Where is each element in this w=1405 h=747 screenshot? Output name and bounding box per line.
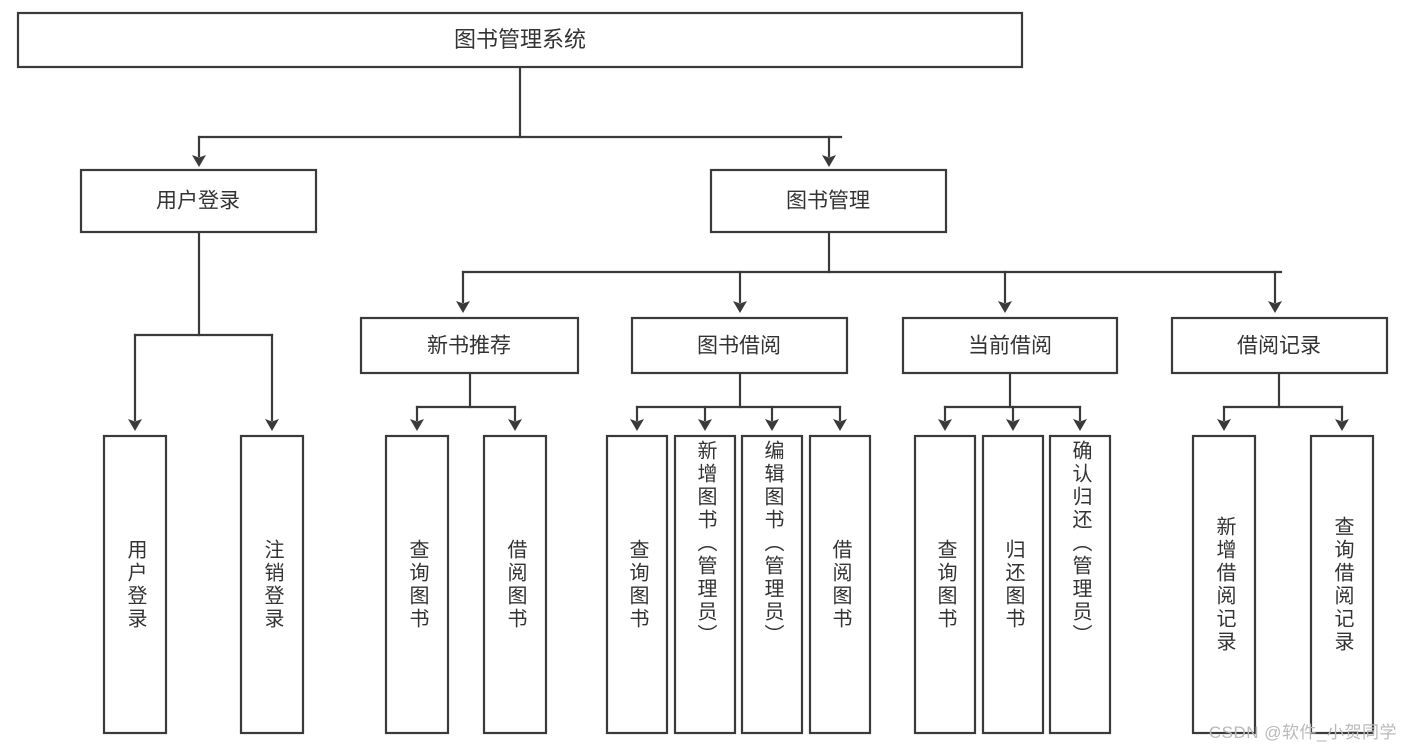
node-current-borrow-label: 当前借阅 bbox=[968, 335, 1052, 358]
connector-bookmgmt-to-level3 bbox=[456, 230, 1283, 313]
node-new-book-recommend-label: 新书推荐 bbox=[427, 335, 511, 358]
node-current-borrow[interactable]: 当前借阅 bbox=[901, 316, 1119, 375]
connector-newbook-to-leaves bbox=[410, 371, 522, 431]
leaf-box[interactable] bbox=[740, 434, 804, 735]
node-book-borrow-label: 图书借阅 bbox=[697, 335, 781, 358]
connector-userlogin-to-leaves bbox=[128, 230, 279, 431]
node-book-management-label: 图书管理 bbox=[786, 190, 870, 213]
node-borrow-record[interactable]: 借阅记录 bbox=[1170, 316, 1389, 375]
leaf-box[interactable] bbox=[102, 434, 168, 735]
leaf-box[interactable] bbox=[239, 434, 305, 735]
leaf-box[interactable] bbox=[605, 434, 669, 735]
leaf-box[interactable] bbox=[1309, 434, 1375, 735]
leaf-box[interactable] bbox=[1191, 434, 1257, 735]
node-book-management[interactable]: 图书管理 bbox=[709, 168, 948, 234]
node-root-library-system[interactable]: 图书管理系统 bbox=[16, 11, 1024, 69]
csdn-watermark: CSDN @软件_小贺同学 bbox=[1208, 723, 1397, 742]
leaf-box[interactable] bbox=[913, 434, 977, 735]
leaf-box[interactable] bbox=[673, 434, 737, 735]
leaf-box[interactable] bbox=[981, 434, 1045, 735]
node-root-label: 图书管理系统 bbox=[454, 27, 586, 52]
leaf-box[interactable] bbox=[384, 434, 450, 735]
node-book-borrow[interactable]: 图书借阅 bbox=[630, 316, 849, 375]
connector-current-to-leaves bbox=[938, 371, 1087, 431]
connector-borrow-to-leaves bbox=[630, 371, 847, 431]
connector-root-to-level2 bbox=[192, 65, 843, 167]
leaf-box[interactable] bbox=[808, 434, 872, 735]
leaf-box[interactable] bbox=[482, 434, 548, 735]
node-borrow-record-label: 借阅记录 bbox=[1237, 335, 1321, 358]
connector-record-to-leaves bbox=[1217, 371, 1349, 431]
node-new-book-recommend[interactable]: 新书推荐 bbox=[359, 316, 580, 375]
node-user-login[interactable]: 用户登录 bbox=[79, 168, 318, 234]
node-user-login-label: 用户登录 bbox=[156, 190, 240, 213]
leaf-box[interactable] bbox=[1048, 434, 1112, 735]
leaf-boxes bbox=[102, 434, 1375, 735]
